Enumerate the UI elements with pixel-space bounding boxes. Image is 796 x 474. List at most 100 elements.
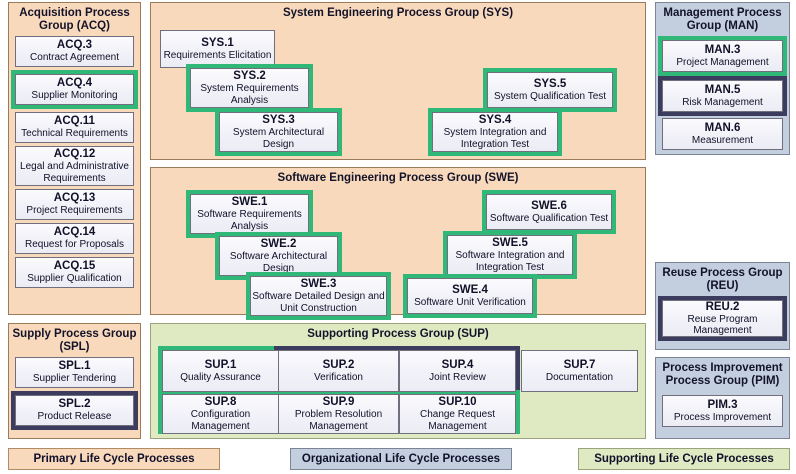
highlight-green-acq4: ACQ.4 Supplier Monitoring [11, 70, 138, 109]
process-name: Process Improvement [673, 411, 772, 423]
process-name: Software Unit Verification [414, 296, 526, 308]
process-box-sys3[interactable]: SYS.3 System Architectural Design [219, 112, 338, 152]
reu-process-list: REU.2 Reuse Program Management [656, 296, 789, 341]
process-id: SWE.4 [452, 283, 488, 296]
process-name: Product Release [37, 411, 112, 423]
process-id: SUP.9 [322, 396, 355, 408]
process-id: SUP.1 [204, 358, 237, 371]
highlight-green-sys4: SYS.4 System Integration and Integration… [428, 108, 562, 156]
process-id: SUP.4 [441, 358, 474, 371]
process-box-acq12[interactable]: ACQ.12 Legal and Administrative Requirem… [15, 146, 134, 186]
process-id: SYS.1 [201, 36, 234, 49]
process-box-sup7[interactable]: SUP.7 Documentation [521, 350, 638, 392]
process-box-sup2[interactable]: SUP.2 Verification [278, 350, 399, 392]
process-id: SUP.2 [322, 358, 355, 371]
process-name: Measurement [691, 134, 754, 146]
process-id: SWE.3 [300, 278, 337, 290]
process-name: Documentation [545, 371, 614, 383]
highlight-navy-man5: MAN.5 Risk Management [658, 76, 787, 116]
process-name: Change Request Management [419, 409, 496, 432]
process-id: MAN.5 [704, 83, 741, 96]
process-box-man6[interactable]: MAN.6 Measurement [662, 118, 783, 150]
process-box-acq15[interactable]: ACQ.15 Supplier Qualification [15, 257, 134, 288]
process-box-acq3[interactable]: ACQ.3 Contract Agreement [15, 36, 134, 67]
process-box-sys5[interactable]: SYS.5 System Qualification Test [487, 72, 613, 108]
group-title-spl: Supply Process Group (SPL) [12, 328, 137, 353]
process-name: Verification [314, 371, 363, 383]
process-box-swe2[interactable]: SWE.2 Software Architectural Design [219, 236, 338, 276]
pim-process-list: PIM.3 Process Improvement [656, 391, 789, 427]
process-box-swe6[interactable]: SWE.6 Software Qualification Test [486, 194, 612, 230]
process-box-spl1[interactable]: SPL.1 Supplier Tendering [15, 357, 134, 388]
process-id: SPL.1 [58, 360, 91, 373]
process-name: Risk Management [682, 96, 763, 108]
group-title-reu: Reuse Process Group (REU) [662, 267, 783, 292]
group-title-acq: Acquisition Process Group (ACQ) [19, 7, 130, 32]
highlight-green-sys2: SYS.2 System Requirements Analysis [186, 64, 313, 112]
legend-label: Organizational Life Cycle Processes [301, 453, 501, 465]
highlight-green-man3: MAN.3 Project Management [658, 36, 787, 76]
process-name: Configuration Management [190, 409, 251, 432]
spl-process-list: SPL.1 Supplier Tendering SPL.2 Product R… [9, 357, 140, 430]
highlight-green-swe4: SWE.4 Software Unit Verification [403, 274, 537, 318]
process-id: SUP.7 [563, 358, 596, 371]
process-name: Supplier Qualification [27, 273, 122, 285]
process-name: Request for Proposals [25, 239, 124, 251]
process-name: Legal and Administrative Requirements [20, 161, 129, 184]
process-box-spl2[interactable]: SPL.2 Product Release [15, 395, 134, 426]
process-name: Problem Resolution Management [294, 409, 383, 432]
process-box-sup8[interactable]: SUP.8 Configuration Management [162, 394, 279, 434]
process-name: System Requirements Analysis [200, 83, 299, 106]
process-box-swe5[interactable]: SWE.5 Software Integration and Integrati… [447, 235, 573, 275]
group-title-sys: System Engineering Process Group (SYS) [282, 7, 514, 19]
process-box-man3[interactable]: MAN.3 Project Management [662, 40, 783, 72]
process-name: Supplier Tendering [32, 373, 117, 385]
process-id: ACQ.4 [56, 77, 93, 90]
process-id: SYS.5 [533, 77, 567, 90]
highlight-green-swe1: SWE.1 Software Requirements Analysis [186, 190, 313, 238]
process-name: System Qualification Test [493, 90, 607, 102]
process-name: Project Management [676, 56, 769, 68]
process-id: PIM.3 [707, 398, 738, 411]
highlight-green-swe3: SWE.3 Software Detailed Design and Unit … [246, 272, 391, 320]
group-panel-pim: Process Improvement Process Group (PIM) … [655, 357, 790, 439]
process-id: SWE.1 [231, 196, 268, 208]
legend-item-organizational: Organizational Life Cycle Processes [290, 448, 512, 470]
process-name: Supplier Monitoring [31, 90, 118, 102]
process-id: ACQ.12 [53, 148, 96, 160]
process-name: Requirements Elicitation [163, 49, 272, 61]
process-box-sys4[interactable]: SYS.4 System Integration and Integration… [432, 112, 558, 152]
process-box-acq13[interactable]: ACQ.13 Project Requirements [15, 189, 134, 220]
process-name: System Integration and Integration Test [443, 127, 547, 150]
process-box-swe1[interactable]: SWE.1 Software Requirements Analysis [190, 194, 309, 234]
process-box-acq4[interactable]: ACQ.4 Supplier Monitoring [15, 74, 134, 105]
process-box-sys2[interactable]: SYS.2 System Requirements Analysis [190, 68, 309, 108]
process-id: SWE.2 [260, 238, 297, 250]
highlight-green-swe5: SWE.5 Software Integration and Integrati… [443, 231, 577, 279]
process-box-reu2[interactable]: REU.2 Reuse Program Management [662, 300, 783, 337]
highlight-green-swe6: SWE.6 Software Qualification Test [482, 190, 616, 234]
process-id: REU.2 [705, 300, 740, 313]
process-name: Software Qualification Test [489, 212, 609, 224]
process-box-man5[interactable]: MAN.5 Risk Management [662, 80, 783, 112]
process-box-acq11[interactable]: ACQ.11 Technical Requirements [15, 112, 134, 143]
man-process-list: MAN.3 Project Management MAN.5 Risk Mana… [656, 36, 789, 150]
process-id: SPL.2 [58, 398, 91, 411]
process-box-sys1[interactable]: SYS.1 Requirements Elicitation [160, 30, 275, 68]
process-box-swe3[interactable]: SWE.3 Software Detailed Design and Unit … [250, 276, 387, 316]
process-box-sup10[interactable]: SUP.10 Change Request Management [399, 394, 516, 434]
highlight-navy-reu2: REU.2 Reuse Program Management [658, 296, 787, 341]
process-box-sup1[interactable]: SUP.1 Quality Assurance [162, 350, 279, 392]
process-id: ACQ.15 [53, 260, 96, 273]
process-box-pim3[interactable]: PIM.3 Process Improvement [662, 395, 783, 427]
highlight-green-sys3: SYS.3 System Architectural Design [215, 108, 342, 156]
process-box-swe4[interactable]: SWE.4 Software Unit Verification [407, 278, 533, 314]
process-box-sup4[interactable]: SUP.4 Joint Review [399, 350, 516, 392]
process-id: MAN.3 [704, 43, 741, 56]
group-title-sup: Supporting Process Group (SUP) [307, 328, 489, 340]
process-name: Joint Review [429, 371, 486, 383]
process-id: ACQ.11 [54, 115, 95, 128]
process-box-acq14[interactable]: ACQ.14 Request for Proposals [15, 223, 134, 254]
process-name: System Architectural Design [232, 127, 325, 150]
process-box-sup9[interactable]: SUP.9 Problem Resolution Management [278, 394, 399, 434]
